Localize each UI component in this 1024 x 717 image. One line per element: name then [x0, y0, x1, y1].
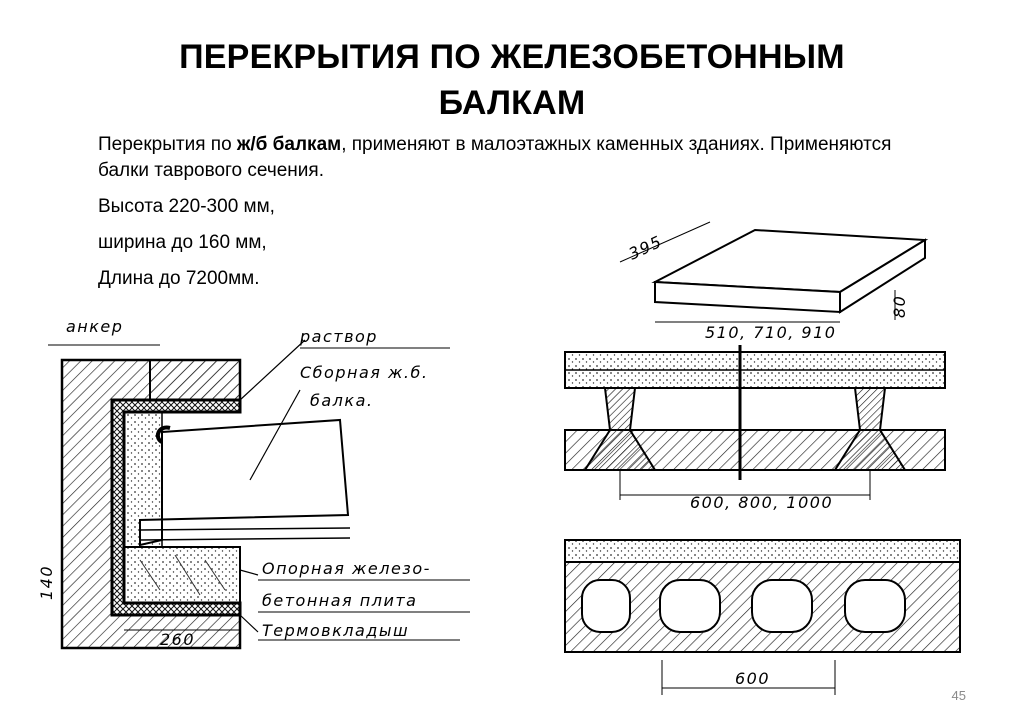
- title-line-1: ПЕРЕКРЫТИЯ ПО ЖЕЛЕЗОБЕТОННЫМ: [179, 38, 845, 76]
- slab-void-3: [751, 579, 813, 633]
- dim-panel-width: 395: [626, 232, 666, 264]
- dim-height: 140: [37, 565, 56, 600]
- dim-depth: 260: [160, 630, 195, 649]
- anchor-hook: [155, 425, 171, 444]
- tee-beam-1: [583, 387, 657, 471]
- support-slab: [123, 546, 241, 604]
- intro-paragraph: Перекрытия по ж/б балкам, применяют в ма…: [98, 132, 898, 184]
- hollow-slab-drawing: [564, 539, 961, 695]
- body-text: Перекрытия по ж/б балкам, применяют в ма…: [98, 132, 898, 292]
- slab-void-2: [659, 579, 721, 633]
- slab-void-1: [581, 579, 631, 633]
- dim-slab-spacing: 600: [735, 669, 770, 688]
- intro-text-bold: ж/б балкам: [236, 134, 342, 155]
- page-number: 45: [951, 688, 966, 703]
- slide-title: ПЕРЕКРЫТИЯ ПО ЖЕЛЕЗОБЕТОННЫМ БАЛКАМ: [0, 34, 1024, 126]
- dim-beam-spacing: 600, 800, 1000: [690, 493, 833, 512]
- label-support-2: бетонная плита: [262, 591, 417, 610]
- height-line: Высота 220-300 мм,: [98, 196, 275, 217]
- label-mortar: раствор: [299, 327, 378, 346]
- title-line-2: БАЛКАМ: [438, 84, 586, 122]
- floor-panel-drawing: [619, 221, 929, 323]
- label-precast-1: Сборная ж.б.: [300, 363, 428, 382]
- tee-beam-2: [833, 387, 907, 471]
- intro-text-end: , применяют в малоэтажных каменных здани…: [98, 134, 892, 181]
- label-support-1: Опорная железо-: [262, 559, 431, 578]
- upper-masonry: [149, 359, 241, 401]
- wall-support-drawing: [48, 339, 470, 650]
- beam-section-drawing: [564, 345, 946, 500]
- dim-panel-sizes: 510, 710, 910: [705, 323, 836, 342]
- slab-void-4: [844, 579, 906, 633]
- slab-top: [564, 539, 961, 563]
- precast-beam: [139, 418, 350, 547]
- dim-panel-thickness: 80: [890, 295, 909, 318]
- intro-text-start: Перекрытия по: [98, 134, 237, 155]
- width-line: ширина до 160 мм,: [98, 232, 267, 253]
- label-thermal: Термовкладыш: [262, 621, 409, 640]
- length-line: Длина до 7200мм.: [98, 268, 260, 289]
- label-precast-2: балка.: [310, 391, 373, 410]
- label-anchor: анкер: [66, 317, 123, 336]
